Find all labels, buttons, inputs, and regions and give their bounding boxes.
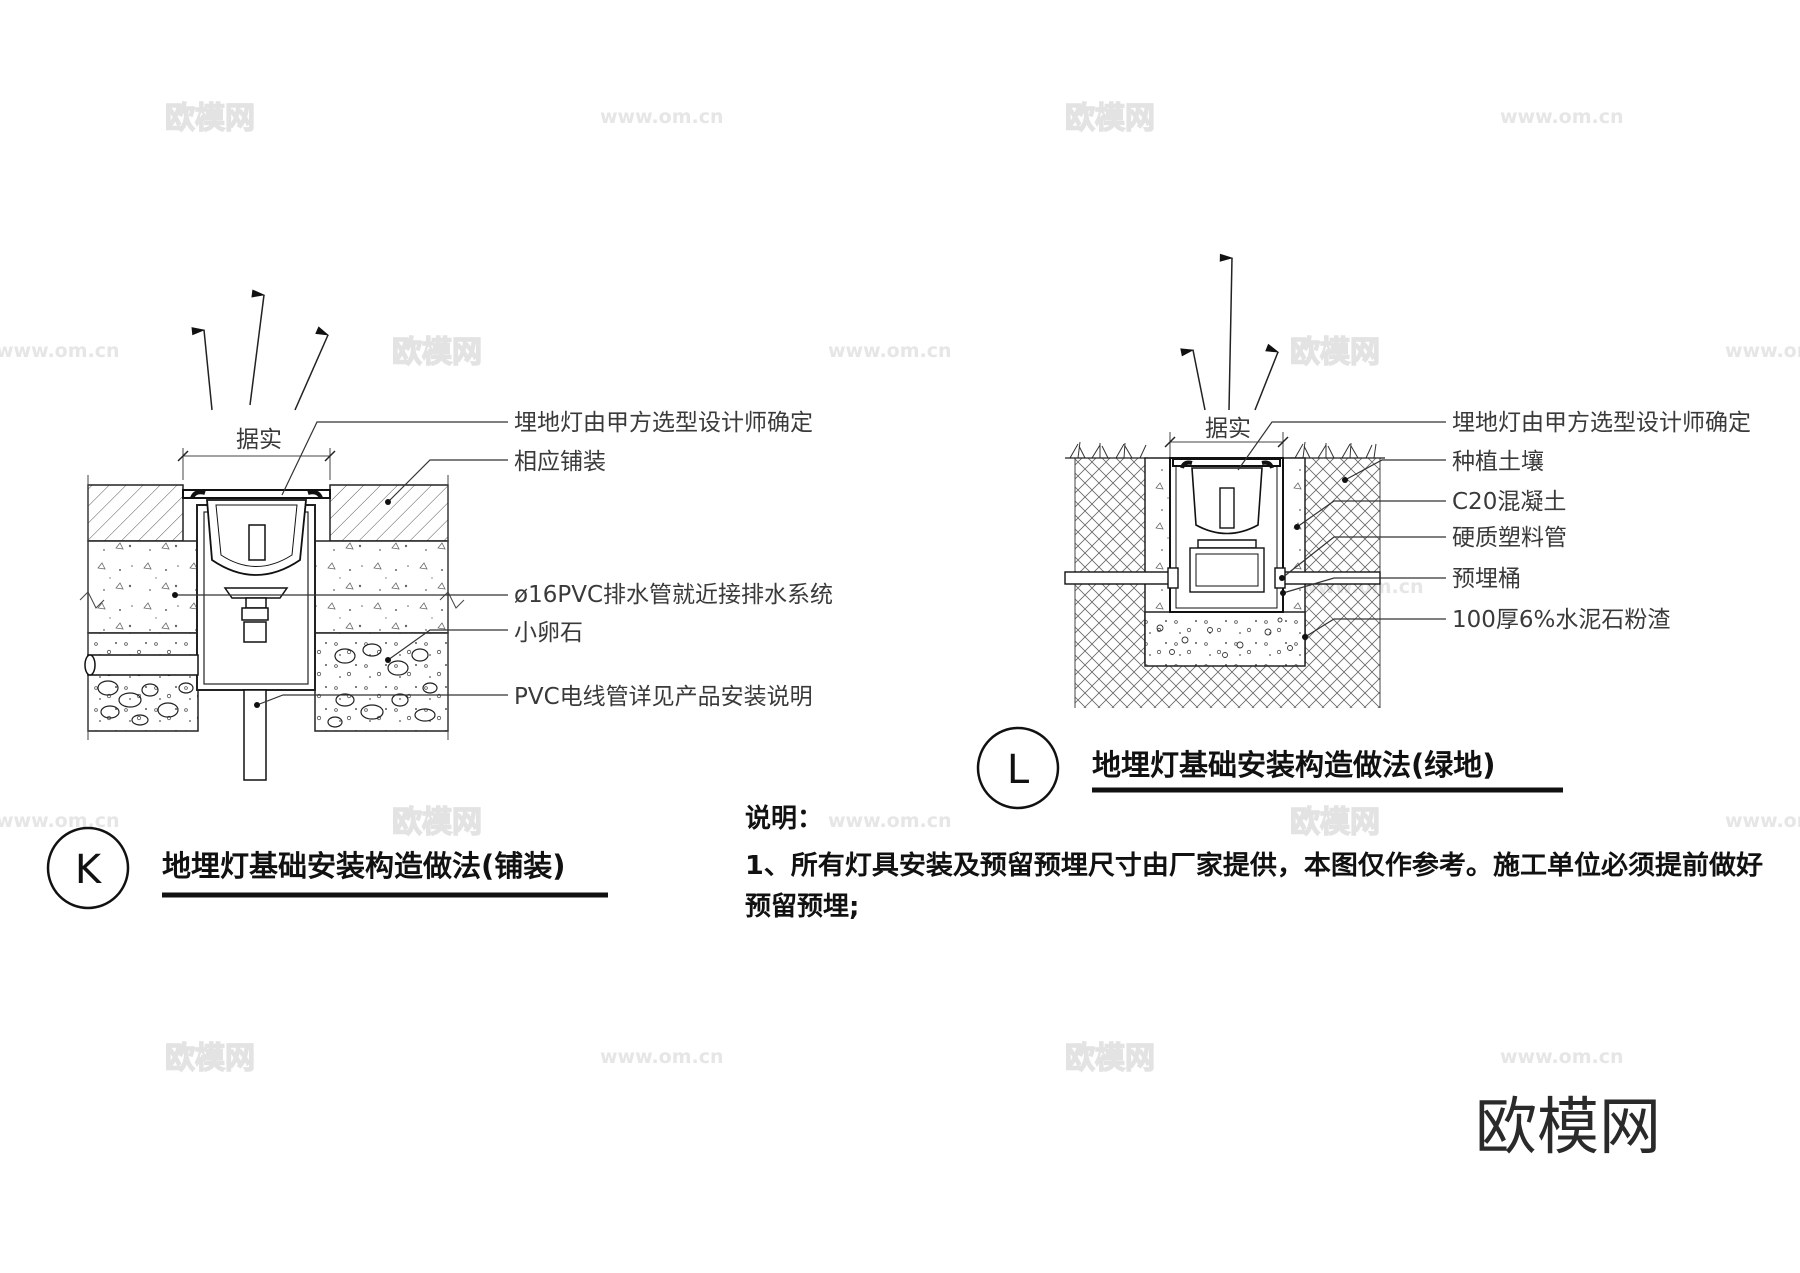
detail-mark: K: [75, 847, 103, 893]
gravel-layer: [87, 632, 199, 732]
detail-l-title: L 地埋灯基础安装构造做法(绿地): [976, 726, 1563, 810]
label-pebbles: 小卵石: [514, 620, 583, 646]
watermark-url: www.om.cn: [0, 340, 120, 362]
detail-mark: L: [1007, 747, 1030, 793]
watermark-url: www.om.cn: [828, 340, 952, 362]
pvc-conduit: [243, 689, 267, 781]
label-electric-conduit: PVC电线管详见产品安装说明: [514, 684, 813, 710]
light-arrow: [1254, 343, 1280, 411]
watermark-brand: 欧模网: [1290, 335, 1380, 370]
detail-k-title: K 地埋灯基础安装构造做法(铺装): [46, 826, 608, 910]
label-rigid-plastic-pipe: 硬质塑料管: [1452, 525, 1567, 551]
notes-line-1: 1、所有灯具安装及预留预埋尺寸由厂家提供，本图仅作参考。施工单位必须提前做好: [745, 850, 1763, 881]
watermark-layer: 欧模网 www.om.cn 欧模网 www.om.cn www.om.cn 欧模…: [0, 100, 1800, 1076]
light-arrow: [1180, 348, 1206, 411]
light-arrow: [294, 326, 330, 411]
concrete-layer: [87, 540, 199, 634]
brand-logo-text: 欧模网: [1475, 1090, 1661, 1163]
lamp-cover: [182, 489, 331, 499]
paving-layer: [329, 484, 449, 542]
watermark-url: www.om.cn: [1725, 810, 1800, 832]
detail-k-labels: 埋地灯由甲方选型设计师确定 相应铺装 ø16PVC排水管就近接排水系统 小卵石 …: [514, 410, 833, 710]
label-embedded-bucket: 预埋桶: [1452, 566, 1521, 592]
light-arrow: [1219, 253, 1234, 411]
watermark-url: www.om.cn: [1500, 1046, 1624, 1068]
label-lamp-selection: 埋地灯由甲方选型设计师确定: [1452, 410, 1751, 436]
label-paving: 相应铺装: [514, 449, 606, 475]
detail-k-drawing: 据实: [79, 289, 508, 781]
detail-l-labels: 埋地灯由甲方选型设计师确定 种植土壤 C20混凝土 硬质塑料管 预埋桶 100厚…: [1452, 410, 1751, 633]
label-c20-concrete: C20混凝土: [1452, 489, 1566, 515]
label-lamp-selection: 埋地灯由甲方选型设计师确定: [514, 410, 813, 436]
notes-heading: 说明：: [745, 804, 823, 834]
rigid-plastic-pipe: [1064, 571, 1176, 585]
watermark-url: www.om.cn: [828, 810, 952, 832]
detail-title: 地埋灯基础安装构造做法(铺装): [162, 849, 566, 883]
pebbles: [92, 643, 438, 728]
watermark-brand: 欧模网: [1065, 1041, 1155, 1076]
light-arrow: [249, 289, 266, 406]
notes-line-2: 预留预埋;: [745, 892, 859, 922]
watermark-brand: 欧模网: [1065, 101, 1155, 136]
dimension-label: 据实: [236, 427, 282, 453]
detail-l-drawing: 据实: [1064, 253, 1446, 708]
label-cement-stone-base: 100厚6%水泥石粉渣: [1452, 607, 1670, 633]
watermark-url: www.om.cn: [1725, 340, 1800, 362]
watermark-brand: 欧模网: [392, 335, 482, 370]
watermark-url: www.om.cn: [600, 106, 724, 128]
drain-pipe: [87, 654, 199, 676]
lamp-bulb: [1219, 487, 1235, 529]
detail-mark-circle: [46, 826, 130, 910]
light-arrow: [191, 327, 213, 411]
grass: [1065, 441, 1385, 459]
watermark-brand: 欧模网: [1290, 805, 1380, 840]
concrete-layer: [314, 540, 449, 634]
cable-gland: [243, 621, 267, 643]
dimension-label: 据实: [1205, 416, 1251, 442]
watermark-brand: 欧模网: [392, 805, 482, 840]
lamp-cover: [1172, 458, 1281, 467]
notes-block: 说明： 1、所有灯具安装及预留预埋尺寸由厂家提供，本图仅作参考。施工单位必须提前…: [745, 804, 1763, 922]
watermark-url: www.om.cn: [600, 1046, 724, 1068]
watermark-brand: 欧模网: [165, 101, 255, 136]
watermark-url: www.om.cn: [1500, 106, 1624, 128]
watermark-url: www.om.cn: [0, 810, 120, 832]
label-drain-pipe: ø16PVC排水管就近接排水系统: [514, 582, 833, 608]
paving-layer: [87, 484, 184, 542]
detail-mark-circle: [976, 726, 1060, 810]
watermark-brand: 欧模网: [165, 1041, 255, 1076]
detail-title: 地埋灯基础安装构造做法(绿地): [1092, 748, 1496, 782]
lamp-bulb: [248, 524, 266, 561]
label-planting-soil: 种植土壤: [1452, 449, 1544, 475]
